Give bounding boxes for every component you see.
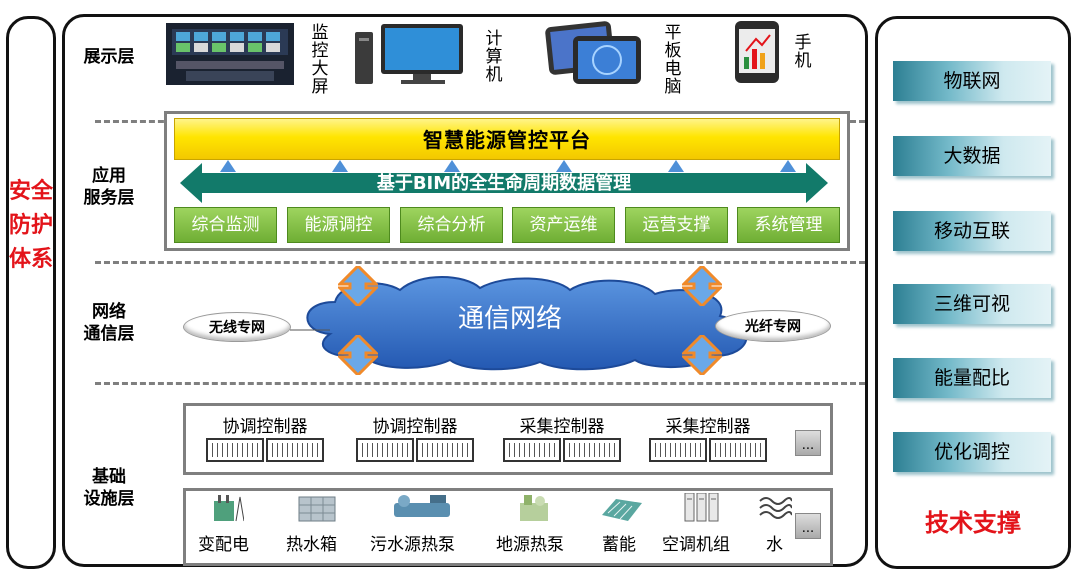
layer-network-line2: 通信层: [83, 324, 135, 344]
tech-item: 物联网: [893, 61, 1051, 101]
separator-2: [95, 261, 865, 264]
up-down-arrow-icon: [682, 335, 722, 375]
module-energy-dispatch: 能源调控: [287, 207, 390, 243]
layer-display: 展示层: [83, 47, 135, 67]
device-label-computer: 计算机: [485, 29, 503, 85]
up-down-arrow-icon: [338, 266, 378, 306]
device-label-monitor-wall: 监控大屏: [311, 23, 329, 97]
communication-cloud-icon: [290, 276, 748, 371]
separator-3: [95, 382, 865, 385]
energy-storage-icon: [602, 499, 642, 521]
tablet-icon: [545, 21, 641, 84]
layer-infrastructure: 基础 设施层: [64, 466, 154, 510]
connector-triangles: [220, 160, 796, 172]
controller-device-icon: [503, 438, 561, 462]
equipment-label: 水: [766, 535, 783, 555]
wireless-network-label: 无线专网: [209, 320, 265, 336]
module-operation-support: 运营支撑: [625, 207, 728, 243]
device-label-tablet: 平板电脑: [664, 23, 682, 97]
communication-network-label: 通信网络: [457, 304, 562, 334]
fiber-network-cloud: 光纤专网: [715, 310, 831, 342]
device-label-phone: 手机: [794, 33, 812, 71]
fiber-network-label: 光纤专网: [745, 319, 801, 335]
tech-item: 移动互联: [893, 211, 1051, 251]
tech-item: 能量配比: [893, 358, 1051, 398]
layer-application: 应用 服务层: [64, 165, 154, 209]
tech-support-title: 技术支撑: [925, 509, 1021, 537]
layer-infrastructure-line2: 设施层: [83, 489, 135, 509]
controller-device-icon: [416, 438, 474, 462]
security-panel: 安全防护体系: [6, 16, 56, 569]
transformer-icon: [214, 495, 244, 522]
equipment-label: 空调机组: [662, 535, 730, 555]
water-wave-icon: [759, 497, 792, 519]
module-comprehensive-monitoring: 综合监测: [174, 207, 277, 243]
controller-device-icon: [266, 438, 324, 462]
equipment-label: 污水源热泵: [370, 535, 455, 555]
wireless-network-cloud: 无线专网: [183, 312, 291, 342]
equipment-label: 地源热泵: [496, 535, 564, 555]
air-conditioning-unit-icon: [684, 493, 719, 522]
water-tank-icon: [298, 496, 336, 522]
platform-title-bar: 智慧能源管控平台: [174, 118, 840, 160]
tech-item: 大数据: [893, 136, 1051, 176]
security-title: 安全防护体系: [9, 179, 54, 272]
layer-infrastructure-line1: 基础: [92, 467, 126, 487]
equipment-label: 蓄能: [602, 535, 636, 555]
monitor-wall-icon: [166, 23, 294, 85]
controller-label: 采集控制器: [665, 417, 751, 437]
controller-label: 协调控制器: [372, 417, 458, 437]
bim-double-arrow-icon: [180, 163, 828, 203]
controller-label: 采集控制器: [519, 417, 605, 437]
tech-item: 三维可视: [893, 284, 1051, 324]
mobile-phone-icon: [735, 21, 779, 83]
controller-device-icon: [563, 438, 621, 462]
desktop-computer-icon: [355, 24, 463, 84]
bim-bar-label: 基于BIM的全生命周期数据管理: [376, 173, 632, 194]
layer-network: 网络 通信层: [64, 301, 154, 345]
module-system-management: 系统管理: [737, 207, 840, 243]
layer-application-line1: 应用: [92, 166, 126, 186]
controller-label: 协调控制器: [222, 417, 308, 437]
equipment-frame: [183, 488, 833, 566]
layer-application-line2: 服务层: [83, 188, 135, 208]
sewage-heat-pump-icon: [394, 495, 450, 517]
module-asset-operation: 资产运维: [512, 207, 615, 243]
controller-device-icon: [649, 438, 707, 462]
up-down-arrow-icon: [338, 335, 378, 375]
controller-device-icon: [206, 438, 264, 462]
more-controllers-box: ...: [795, 430, 821, 456]
up-down-arrow-icon: [682, 266, 722, 306]
equipment-label: 热水箱: [286, 535, 337, 555]
tech-item: 优化调控: [893, 432, 1051, 472]
controller-device-icon: [709, 438, 767, 462]
controller-device-icon: [356, 438, 414, 462]
more-equipment-box: ...: [795, 513, 821, 539]
layer-network-line1: 网络: [92, 302, 126, 322]
equipment-label: 变配电: [198, 535, 249, 555]
ground-source-heat-pump-icon: [520, 495, 548, 521]
module-comprehensive-analysis: 综合分析: [400, 207, 503, 243]
